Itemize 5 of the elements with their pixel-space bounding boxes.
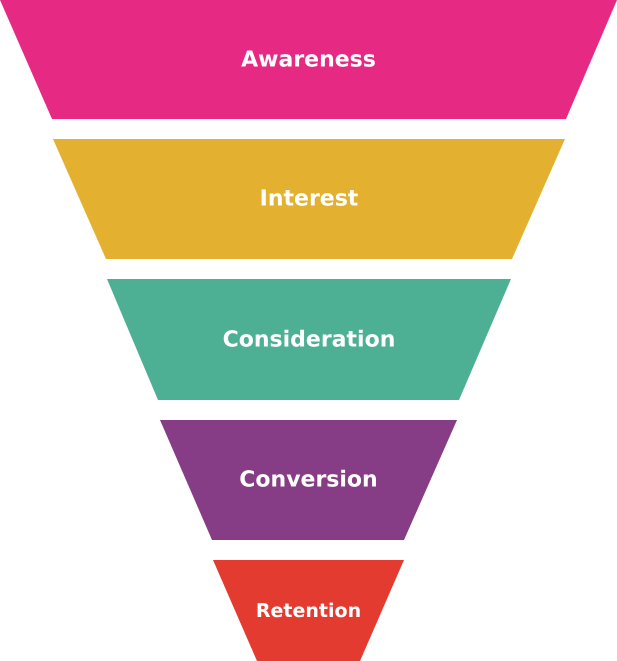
stage-label: Awareness (241, 47, 376, 72)
stage-label: Consideration (222, 327, 396, 352)
stage-label: Interest (260, 186, 358, 212)
stage-label: Retention (256, 600, 362, 622)
stage-label: Conversion (239, 468, 378, 492)
